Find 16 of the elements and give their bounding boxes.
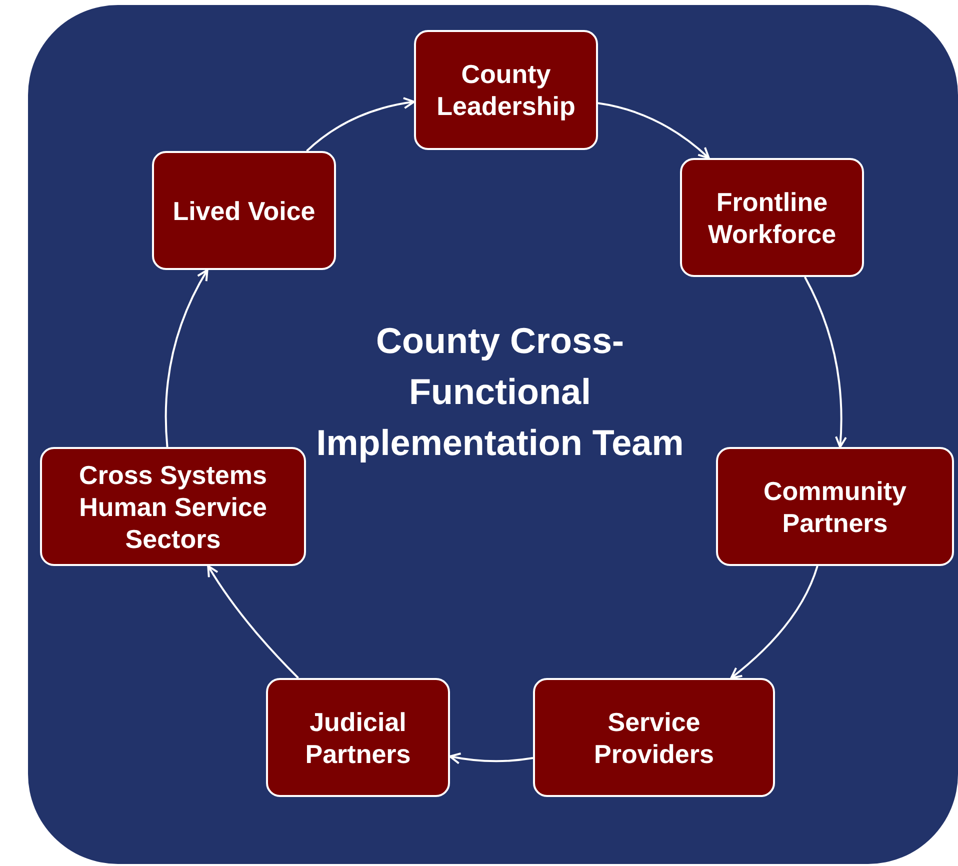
stakeholder-box: Service Providers — [533, 678, 775, 797]
stakeholder-box: Community Partners — [716, 447, 954, 566]
stakeholder-box: Lived Voice — [152, 151, 336, 270]
curved-arrow — [804, 276, 847, 448]
stakeholder-box: Cross Systems Human Service Sectors — [40, 447, 306, 566]
curved-arrow — [164, 269, 208, 448]
team-title: County Cross-Functional Implementation Team — [315, 319, 685, 465]
curved-arrow — [449, 752, 534, 764]
curved-arrow — [598, 102, 710, 159]
curved-arrow — [306, 97, 415, 152]
stakeholder-box: County Leadership — [414, 30, 598, 150]
stakeholder-box: Judicial Partners — [266, 678, 450, 797]
stakeholder-box: Frontline Workforce — [680, 158, 864, 277]
team-panel — [28, 5, 958, 864]
curved-arrow — [730, 566, 818, 679]
curved-arrow — [207, 565, 299, 679]
